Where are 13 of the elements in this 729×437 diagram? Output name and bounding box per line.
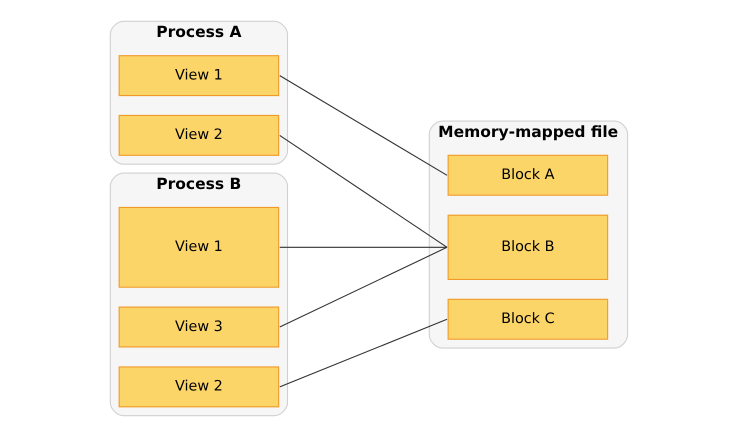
node-box: View 1 (118, 206, 280, 288)
connector (280, 318, 448, 388)
node-box: View 2 (118, 114, 280, 156)
node-box: View 2 (118, 366, 280, 408)
node-box: Block B (448, 214, 608, 280)
node-box: View 3 (118, 306, 280, 348)
connector (280, 246, 448, 248)
connector (279, 134, 448, 248)
node-box: Block A (448, 154, 608, 196)
node-box: Block C (448, 298, 608, 340)
node-box: View 1 (118, 55, 280, 96)
connector (280, 246, 448, 328)
connector (279, 75, 448, 176)
